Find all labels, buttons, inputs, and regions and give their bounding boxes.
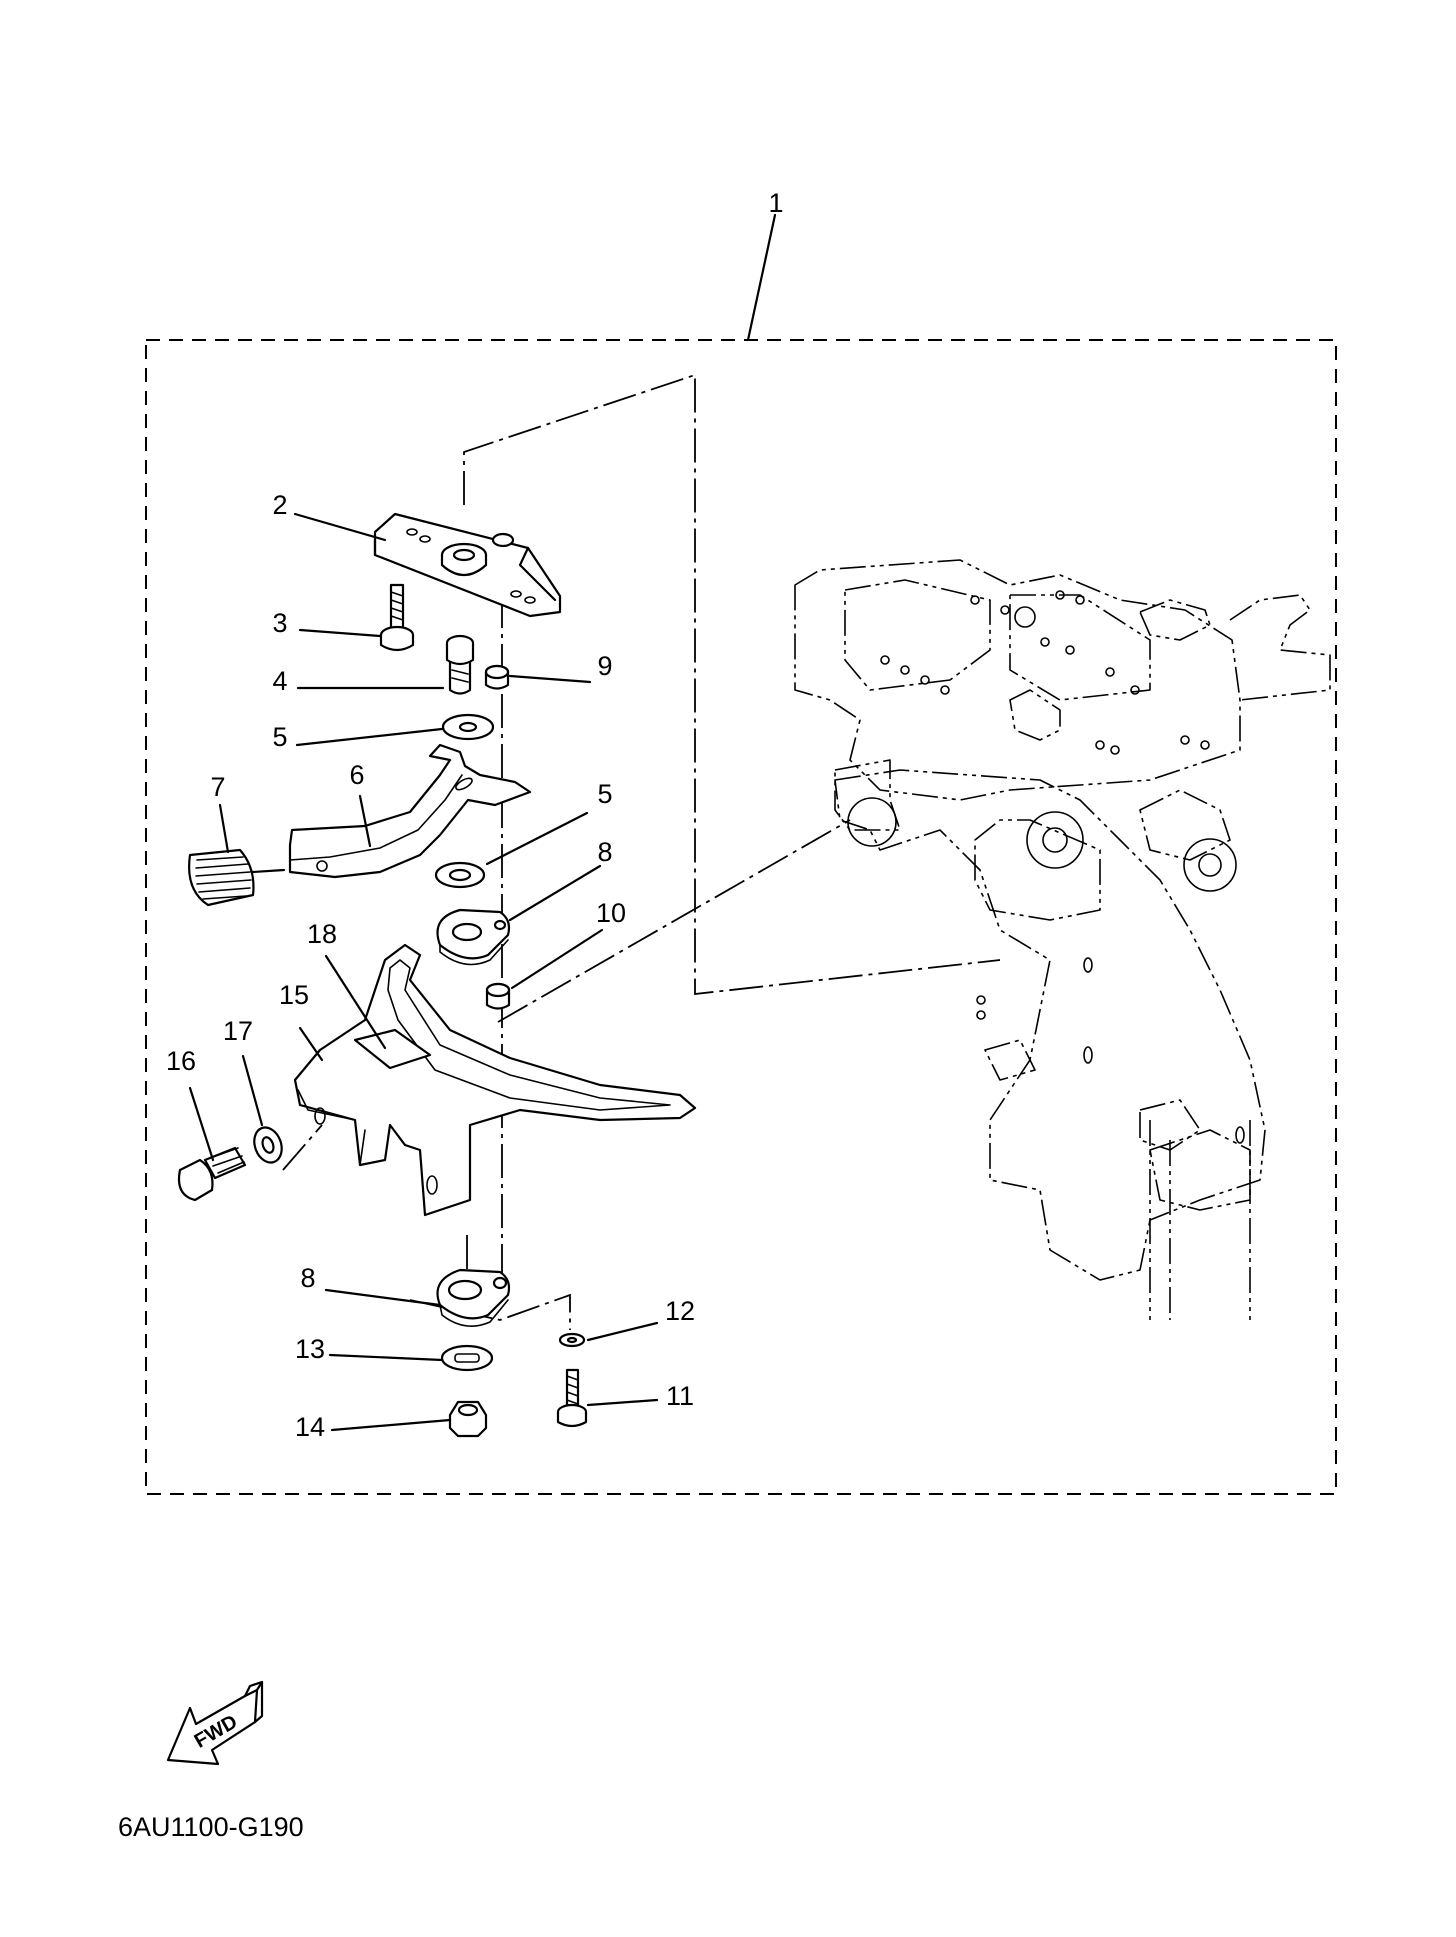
callout-labels: 2 3 4 5 5 6 7 8 8 9 10 11 12 13 14 15 16… xyxy=(166,490,695,1442)
part-bolt-16 xyxy=(177,1146,247,1202)
part-grip-7 xyxy=(188,848,286,907)
callout-3: 3 xyxy=(272,608,287,638)
part-collar-10 xyxy=(485,982,511,1010)
callout-8-upper: 8 xyxy=(597,837,612,867)
assembly-line-c xyxy=(409,1293,571,1330)
forward-arrow-icon: FWD xyxy=(166,1680,264,1766)
callout-1: 1 xyxy=(768,188,783,218)
callout-11: 11 xyxy=(666,1381,694,1411)
part-washer-5a xyxy=(441,713,495,741)
callout-8-lower: 8 xyxy=(300,1263,315,1293)
leader-1 xyxy=(746,213,777,342)
assembly-line-h xyxy=(282,1124,323,1171)
callout-12: 12 xyxy=(665,1296,695,1326)
callout-5-lower: 5 xyxy=(597,779,612,809)
callout-9: 9 xyxy=(597,651,612,681)
part-collar-9 xyxy=(484,664,510,690)
drawing-code: 6AU1100-G190 xyxy=(118,1812,304,1842)
part-washer-13 xyxy=(440,1344,494,1372)
part-pin-4 xyxy=(445,634,475,695)
callout-10: 10 xyxy=(596,898,626,928)
part-screw-11 xyxy=(556,1368,588,1428)
callout-2: 2 xyxy=(272,490,287,520)
leader-lines xyxy=(188,512,659,1432)
callout-15: 15 xyxy=(279,980,309,1010)
callout-18: 18 xyxy=(307,919,337,949)
part-cam-8a xyxy=(436,908,511,966)
callout-7: 7 xyxy=(210,772,225,802)
assembly-line-d xyxy=(497,819,851,1023)
callout-16: 16 xyxy=(166,1046,196,1076)
part-lever-6 xyxy=(288,743,532,879)
swivel-bracket-phantom xyxy=(794,559,1331,1320)
part-cam-8b xyxy=(436,1268,511,1327)
part-washer-5b xyxy=(434,861,486,889)
callout-17: 17 xyxy=(223,1016,253,1046)
callout-5-upper: 5 xyxy=(272,722,287,752)
part-plate-2 xyxy=(373,512,562,618)
part-washer-12 xyxy=(558,1332,586,1348)
callout-6: 6 xyxy=(349,760,364,790)
part-bracket-15 xyxy=(293,943,697,1217)
part-bolt-3 xyxy=(379,583,415,652)
callout-14: 14 xyxy=(295,1412,325,1442)
part-nut-14 xyxy=(448,1400,488,1438)
callout-4: 4 xyxy=(272,666,287,696)
assembly-boundary xyxy=(145,339,1337,1495)
assembly-line-a xyxy=(463,373,1001,996)
callout-13: 13 xyxy=(295,1334,325,1364)
part-washer-17 xyxy=(253,1126,283,1164)
